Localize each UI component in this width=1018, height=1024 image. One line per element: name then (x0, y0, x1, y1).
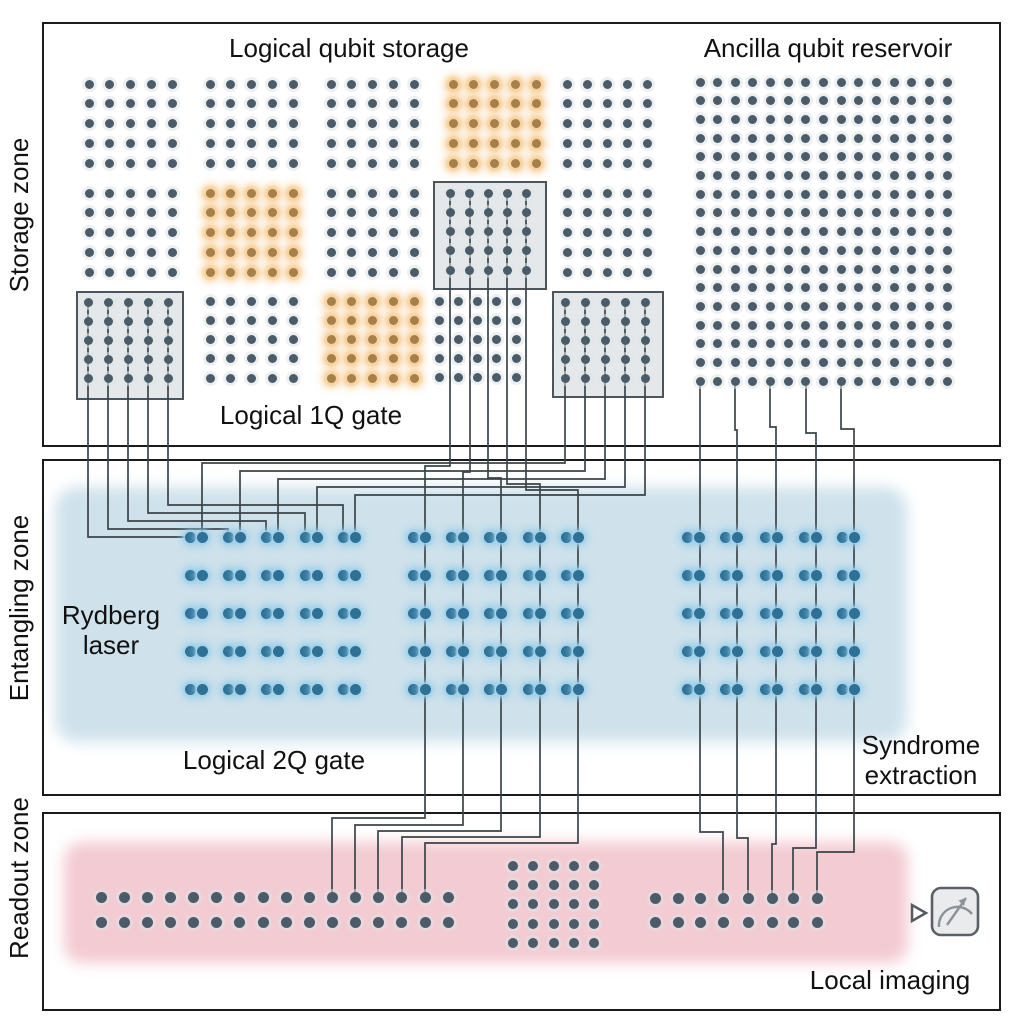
atom-move-path (424, 193, 579, 897)
atom-move-path (167, 302, 344, 537)
atom-move-path (127, 302, 267, 537)
rydberg-laser-line1: Rydberg (61, 599, 161, 630)
readout-zone-label: Readout zone (3, 797, 34, 959)
atom-move-path (331, 193, 451, 897)
atom-move-path (316, 302, 626, 537)
atom-move-path (734, 381, 749, 898)
entangling-zone-label: Entangling zone (3, 514, 34, 702)
atom-move-path (792, 381, 817, 898)
atom-move-path (354, 193, 471, 897)
atom-move-path (147, 302, 306, 537)
atom-move-path (87, 302, 190, 538)
zone-box-storage (42, 22, 1001, 447)
atom-move-path (377, 193, 502, 897)
atom-move-path (277, 302, 606, 537)
storage-zone-label: Storage zone (3, 137, 34, 293)
atom-move-path (201, 302, 566, 537)
readout-arrow-icon (910, 902, 929, 924)
ancilla-reservoir-title: Ancilla qubit reservoir (703, 32, 953, 63)
zone-box-readout (42, 812, 1001, 1011)
atom-move-path (816, 381, 855, 898)
syndrome-extraction-label: Syndrome extraction (862, 730, 981, 790)
local-imaging-label: Local imaging (809, 964, 971, 995)
atom-move-path (354, 302, 646, 537)
syndrome-line1: Syndrome (861, 729, 981, 760)
atom-move-path (769, 381, 777, 898)
storage-zone-title: Logical qubit storage (229, 32, 469, 63)
atom-move-path (239, 302, 586, 537)
atom-move-path (401, 193, 541, 897)
measurement-gauge-icon (910, 886, 980, 937)
logical-1q-gate-label: Logical 1Q gate (219, 399, 403, 430)
gauge-box (930, 886, 980, 937)
zone-box-entangling (42, 459, 1001, 796)
atom-move-path (699, 381, 724, 898)
gauge-needle-head (958, 898, 966, 906)
rydberg-laser-label: Rydberg laser (62, 600, 160, 660)
rydberg-laser-line2: laser (82, 630, 140, 660)
gauge-dial-arc (937, 905, 973, 928)
syndrome-line2: extraction (864, 760, 978, 790)
logical-2q-gate-label: Logical 2Q gate (182, 744, 366, 775)
